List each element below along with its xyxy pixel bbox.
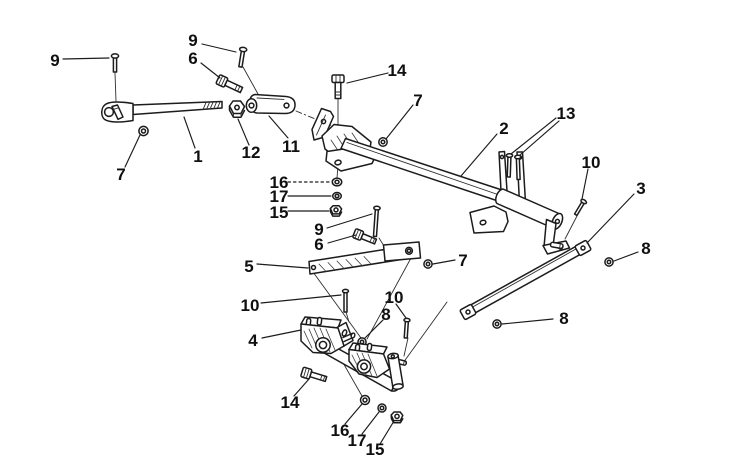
part-11-clevis (245, 93, 296, 115)
callout-7-rod-washer: 7 (116, 165, 125, 184)
callout-16-lower: 16 (331, 421, 350, 440)
part-10-pin-link (403, 317, 411, 339)
callout-17-upper: 17 (270, 187, 289, 206)
pin-inside-eye (111, 104, 124, 121)
callout-17-lower: 17 (348, 431, 367, 450)
part-17-spring-washer-upper (331, 191, 343, 201)
callout-10-bracket-pin: 10 (241, 296, 260, 315)
callout-6-upper-bolt: 6 (188, 49, 197, 68)
bracket-4-stud (342, 332, 356, 343)
bracket-bolt-hole (334, 159, 342, 166)
callout-14-bracket-bolt: 14 (388, 61, 407, 80)
part-6-bolt-lower (352, 228, 378, 245)
part-14-bolt-lower (300, 366, 328, 383)
strap-upper-end (574, 239, 592, 257)
part-15-nut-lower (390, 411, 404, 424)
part-6-bolt-upper (215, 74, 244, 94)
part-3-support-strap (459, 239, 592, 321)
callout-12-nut: 12 (242, 143, 261, 162)
part-14-bolt-bracket (331, 74, 345, 100)
callout-9-clevis-pin: 9 (188, 31, 197, 50)
part-4-mounting-bracket (300, 316, 356, 355)
bracket-4-pivot-boss (315, 337, 331, 353)
callout-13-strap-pins: 13 (557, 104, 576, 123)
callout-14-lower-bolt: 14 (281, 393, 300, 412)
part-16-washer-upper (331, 177, 343, 187)
bar-hatch (318, 256, 372, 272)
part-10-pin-hanger (573, 198, 588, 217)
callout-6-lower-bolt: 6 (314, 235, 323, 254)
part-2-cross-tube (340, 137, 509, 204)
part-5-link-bar (308, 241, 422, 275)
bracket-rear-pivot-boss (356, 359, 372, 374)
part-16-washer-lower (359, 394, 371, 406)
callout-16-upper: 16 (270, 173, 289, 192)
mounting-bracket-rear (348, 342, 391, 379)
part-17-spring-washer-lower (377, 403, 387, 413)
callout-9-rod-pin: 9 (50, 51, 59, 70)
callout-5-link-bar: 5 (244, 257, 253, 276)
sleeve-foot-plate (469, 205, 509, 234)
drop-link (387, 352, 408, 391)
callout-1-tie-rod: 1 (193, 147, 202, 166)
callout-2-cross-tube: 2 (499, 119, 508, 138)
callout-15-lower: 15 (366, 440, 385, 459)
cross-tube-front-bracket (311, 107, 377, 172)
callout-10-link-pin: 10 (385, 288, 404, 307)
callout-7-link-washer: 7 (458, 251, 467, 270)
part-9-cotter-pin-link (372, 205, 381, 238)
callout-10-hanger-pin: 10 (582, 153, 601, 172)
hanger-pivot-pin (549, 241, 564, 250)
part-15-nut-upper (329, 204, 343, 217)
part-7-washer-rod-end (138, 125, 149, 137)
upper-fastener-stack (329, 177, 343, 217)
part-10-pin-bracket (341, 288, 350, 313)
part-1-tie-rod (101, 100, 223, 123)
cross-tube-sleeve-end (469, 150, 571, 255)
callout-15-upper: 15 (270, 203, 289, 222)
part-8-washer-strap-upper (604, 257, 614, 267)
callout-labels: 9 9 6 14 7 2 13 10 3 7 1 12 11 16 17 15 … (50, 31, 650, 459)
callout-8-bracket-washer: 8 (381, 305, 390, 324)
part-9-cotter-pin-clevis (238, 46, 248, 68)
sleeve-hanger-plate (542, 218, 571, 255)
part-8-washer-strap-lower (492, 319, 502, 329)
strap-lower-end (459, 303, 477, 321)
part-7-washer-bracket (378, 137, 388, 147)
rod-eye-hole (103, 106, 115, 118)
part-12-nut (228, 100, 246, 118)
clevis-eye-hole (248, 102, 255, 109)
callout-7-bracket-washer: 7 (413, 91, 422, 110)
callout-8-strap-lower: 8 (559, 309, 568, 328)
callout-11-clevis: 11 (282, 137, 300, 156)
callout-8-strap-upper: 8 (641, 239, 650, 258)
callout-9-link-pin: 9 (314, 220, 323, 239)
part-9-cotter-pin-left (110, 53, 120, 73)
bottom-assembly (300, 288, 411, 424)
part-7-washer-link-bar (423, 259, 433, 269)
callout-3-support-strap: 3 (636, 179, 645, 198)
part-13-cotter-pins (505, 152, 522, 181)
thread-ticks (203, 101, 221, 109)
callout-4-bracket: 4 (248, 331, 258, 350)
leader-lines (62, 43, 639, 445)
assembly-guide-lines (114, 66, 578, 397)
